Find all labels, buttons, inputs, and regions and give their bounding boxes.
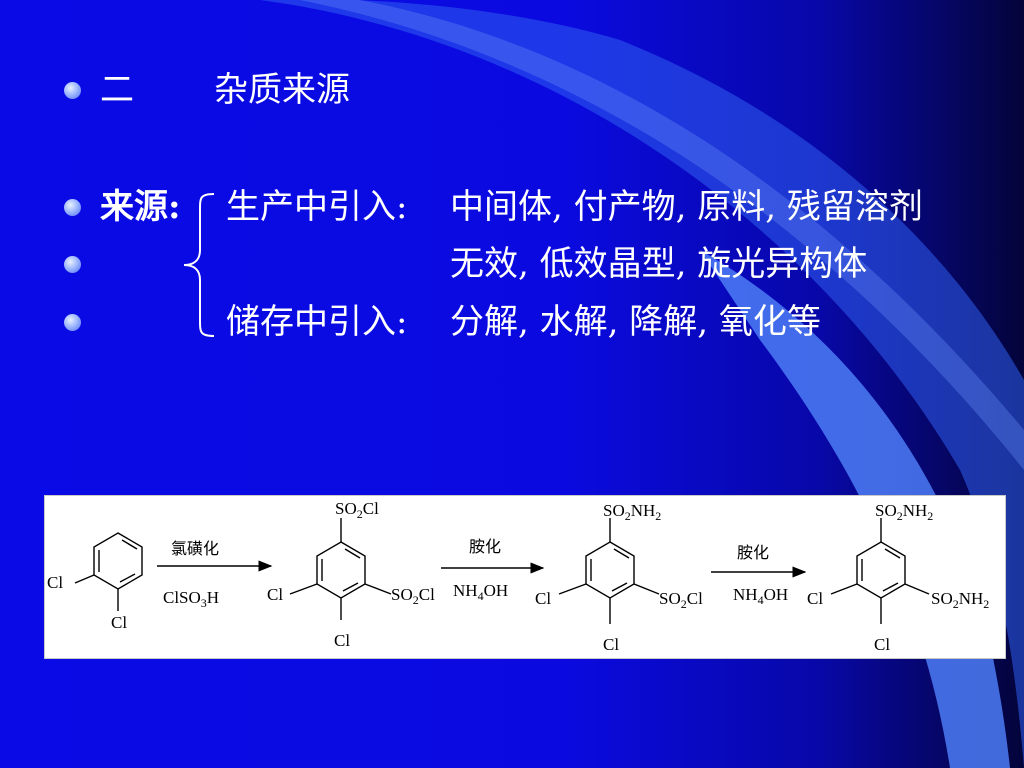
reaction-scheme-drawing: Cl Cl 氯磺化 ClSO3H SO2Cl Cl SO2Cl Cl 胺化 NH… xyxy=(47,499,989,654)
molecule-disulfonamide-product xyxy=(830,518,930,624)
production-items: 中间体, 付产物, 原料, 残留溶剂 xyxy=(450,187,923,227)
bullet-row-1 xyxy=(64,199,81,216)
molecule-disulfonyl-chloride xyxy=(289,518,392,620)
title-number: 二 xyxy=(100,70,134,110)
m1-cl-left: Cl xyxy=(47,573,63,592)
reagent-amination-1: 胺化 xyxy=(469,537,501,556)
m4-cl-bottom: Cl xyxy=(874,635,890,654)
reagent-clso3h: ClSO3H xyxy=(163,588,219,610)
storage-items: 分解, 水解, 降解, 氧化等 xyxy=(450,302,821,342)
bullet-row-3 xyxy=(64,314,81,331)
reagent-nh4oh-2: NH4OH xyxy=(733,585,788,607)
bullet-row-2 xyxy=(64,256,81,273)
m4-so2nh2-right: SO2NH2 xyxy=(931,589,989,611)
m1-cl-bottom: Cl xyxy=(111,613,127,632)
m2-so2cl-top: SO2Cl xyxy=(335,499,379,521)
source-label: 来源: xyxy=(100,187,181,227)
m3-so2cl-right: SO2Cl xyxy=(659,589,703,611)
crystal-items: 无效, 低效晶型, 旋光异构体 xyxy=(450,244,868,284)
m2-cl-left: Cl xyxy=(267,585,283,604)
production-lead: 生产中引入: xyxy=(226,187,408,227)
reagent-amination-2: 胺化 xyxy=(737,543,769,562)
m4-so2nh2-top: SO2NH2 xyxy=(875,501,933,523)
reagent-nh4oh-1: NH4OH xyxy=(453,581,508,603)
slide-title: 杂质来源 xyxy=(214,70,350,110)
m2-so2cl-right: SO2Cl xyxy=(391,585,435,607)
m4-cl-left: Cl xyxy=(807,589,823,608)
molecule-disulfonamide-intermediate xyxy=(558,518,660,624)
reagent-chlorosulfonation: 氯磺化 xyxy=(171,539,219,558)
bullet-title xyxy=(64,82,81,99)
m3-so2nh2-top: SO2NH2 xyxy=(603,501,661,523)
m3-cl-left: Cl xyxy=(535,589,551,608)
brace-icon xyxy=(183,193,215,337)
m2-cl-bottom: Cl xyxy=(334,631,350,650)
storage-lead: 储存中引入: xyxy=(226,302,408,342)
molecule-dichlorobenzene xyxy=(74,532,143,611)
reaction-scheme: Cl Cl 氯磺化 ClSO3H SO2Cl Cl SO2Cl Cl 胺化 NH… xyxy=(44,495,1006,659)
m3-cl-bottom: Cl xyxy=(603,635,619,654)
